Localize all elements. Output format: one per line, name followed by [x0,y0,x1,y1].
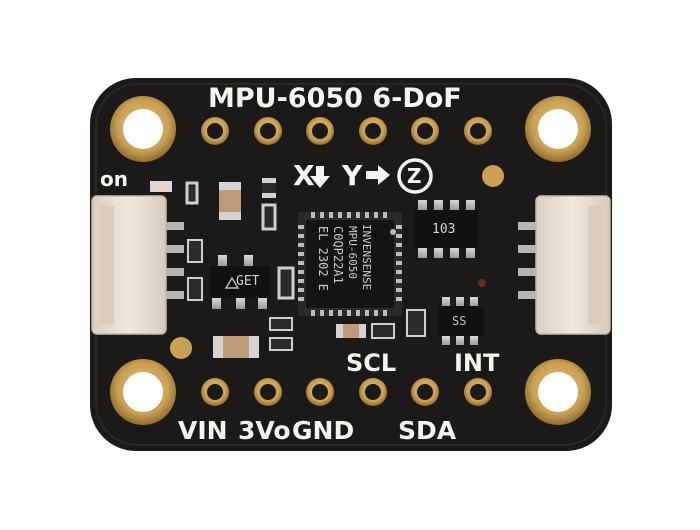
regulator-marking: GET [236,274,260,289]
passive-2 [187,239,203,263]
pin-label-int: INT [454,349,500,377]
pin-label-sda: SDA [398,416,457,445]
y-axis-label: Y [342,159,363,192]
z-axis-circle-icon [397,158,433,194]
voltage-regulator [210,255,270,309]
passive-3 [187,277,203,301]
resistor-r1 [185,181,199,205]
header-pads-top [201,117,492,145]
resistor-r2 [261,203,277,231]
capacitor-c1 [219,182,241,220]
fiducial-top-right [482,165,504,187]
mounting-hole-top-left [110,96,176,162]
passive-7 [371,323,395,339]
pin-label-scl: SCL [346,349,397,377]
pin-label-gnd: GND [292,416,355,445]
resistor-network [414,200,478,258]
passive-4 [269,317,293,331]
mounting-hole-bottom-left [110,359,176,425]
arrow-down-icon [310,166,330,188]
pin-label-vin: VIN [178,416,228,445]
mpu6050-chip [298,212,402,316]
mounting-hole-top-right [525,96,591,162]
arrow-right-icon [366,165,390,185]
stemma-connector-right [518,195,611,335]
passive-8 [406,309,426,337]
capacitor-c2 [262,178,276,198]
pin-label-3vo: 3Vo [238,416,291,445]
chip-marking-line-2: MPU-6050 [346,226,359,279]
power-led [150,181,172,192]
passive-6 [336,324,366,338]
board-title: MPU-6050 6-DoF [208,83,462,114]
level-shifter-ic [438,297,484,345]
chip-marking-line-3: C0QP22A1 [331,226,345,284]
capacitor-bottom-left [213,336,259,358]
on-label: on [100,167,128,191]
x-axis-label: X [293,159,315,192]
mounting-hole-bottom-right [525,359,591,425]
stemma-connector-left [91,195,184,335]
chip-marking-line-1: INVENSENSE [360,224,373,291]
via-red [478,279,486,287]
resistor-network-marking: 103 [432,222,456,237]
passive-5 [269,337,293,351]
fiducial-bottom-left [170,337,192,359]
chip-marking-line-4: EL 2302 E [316,226,330,292]
passive-1 [277,266,295,300]
z-axis-label: Z [407,164,422,188]
small-ic-marking: SS [452,314,467,328]
header-pads-bottom [201,378,492,406]
